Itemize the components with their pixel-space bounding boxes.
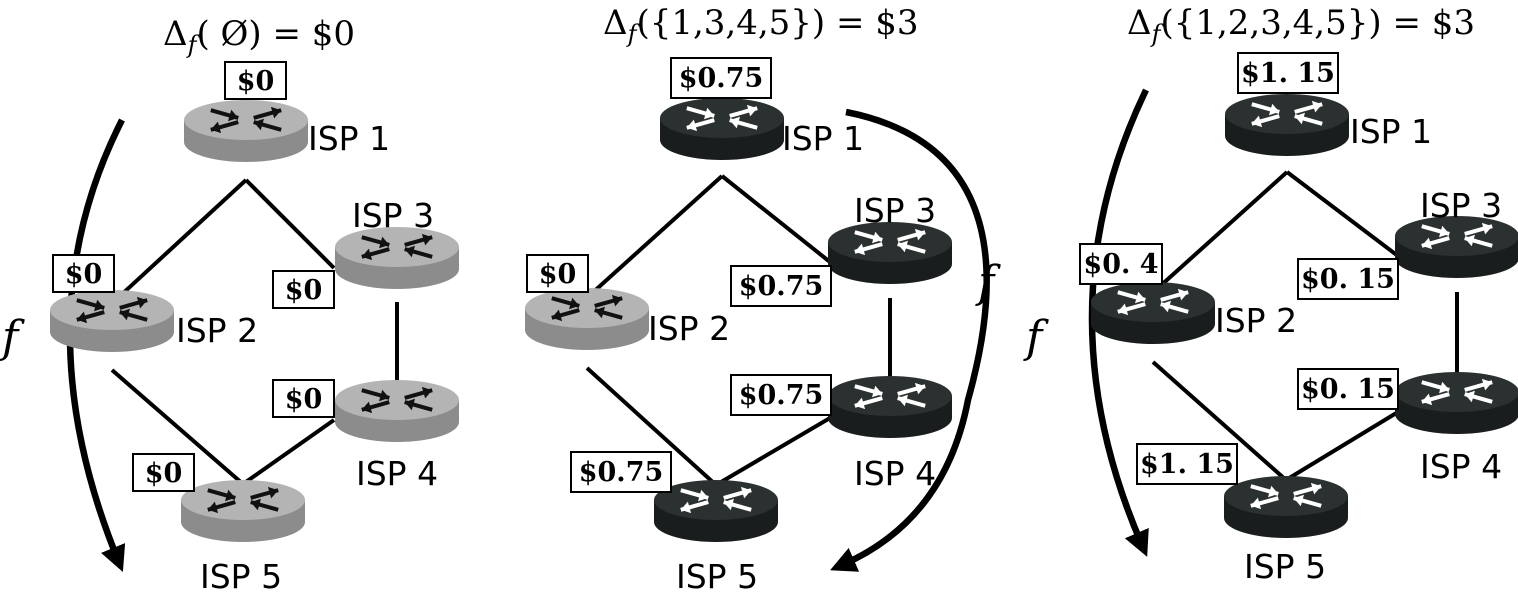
- panel-title: Δf( Ø) = $0: [163, 14, 355, 59]
- svg-text:$1. 15: $1. 15: [1140, 449, 1234, 480]
- panel-3: Δf({1,2,3,4,5}) = $3 f ISP 1 ISP 2 ISP 3…: [1023, 3, 1518, 586]
- router-isp5: [181, 480, 305, 542]
- router-arrows-icon: [210, 106, 282, 134]
- panel-1: Δf( Ø) = $0 f ISP 1 ISP 2 ISP 3 ISP 4 IS…: [0, 14, 459, 594]
- svg-text:$1. 15: $1. 15: [1241, 58, 1335, 89]
- cost-box-isp3: $0.75: [730, 265, 832, 307]
- svg-text:$0.75: $0.75: [679, 63, 764, 94]
- isp-label: ISP 3: [1420, 186, 1502, 225]
- router-isp2: [50, 290, 174, 352]
- router-arrows-icon: [207, 486, 279, 514]
- flow-label: f: [975, 257, 1001, 308]
- link-isp1-isp3: [1285, 170, 1400, 258]
- router-isp3: [828, 222, 952, 284]
- router-arrows-icon: [1421, 222, 1493, 250]
- router-arrows-icon: [1421, 378, 1493, 406]
- link-isp4-isp5: [714, 416, 832, 487]
- svg-text:$0. 15: $0. 15: [1301, 374, 1395, 405]
- cost-box-isp2: $0: [52, 254, 115, 293]
- router-arrows-icon: [1117, 288, 1189, 316]
- router-arrows-icon: [1251, 100, 1323, 128]
- link-isp1-isp2: [588, 174, 724, 297]
- isp-label: ISP 5: [200, 557, 282, 594]
- router-isp4: [828, 376, 952, 438]
- svg-text:$0: $0: [285, 275, 323, 306]
- router-arrows-icon: [686, 104, 758, 132]
- isp-label: ISP 3: [854, 191, 936, 230]
- isp-label: ISP 2: [176, 311, 258, 350]
- svg-text:$0: $0: [65, 259, 103, 290]
- router-arrows-icon: [551, 294, 623, 322]
- cost-box-isp2: $0. 4: [1079, 243, 1163, 285]
- router-arrows-icon: [680, 486, 752, 514]
- link-isp4-isp5: [1284, 410, 1400, 482]
- svg-text:$0: $0: [539, 259, 577, 290]
- router-isp2: [525, 288, 649, 350]
- svg-text:$0.75: $0.75: [739, 380, 824, 411]
- svg-text:$0. 4: $0. 4: [1083, 249, 1158, 280]
- isp-label: ISP 4: [356, 454, 438, 493]
- link-isp2-isp5: [110, 368, 245, 486]
- isp-label: ISP 1: [782, 119, 864, 158]
- router-arrows-icon: [361, 386, 433, 414]
- panel-title: Δf({1,3,4,5}) = $3: [603, 3, 919, 48]
- isp-label: ISP 5: [676, 557, 758, 594]
- router-isp1: [184, 100, 308, 162]
- cost-box-isp4: $0. 15: [1297, 368, 1399, 410]
- router-isp5: [1224, 476, 1348, 538]
- isp-label: ISP 4: [1420, 447, 1502, 486]
- svg-text:$0.75: $0.75: [739, 271, 824, 302]
- flow-label: f: [1023, 312, 1049, 363]
- cost-box-isp1: $0.75: [670, 57, 772, 99]
- router-arrows-icon: [1250, 482, 1322, 510]
- link-isp2-isp5: [1151, 360, 1288, 482]
- router-arrows-icon: [76, 296, 148, 324]
- router-isp1: [660, 98, 784, 160]
- isp-label: ISP 3: [352, 196, 434, 235]
- svg-text:$0.75: $0.75: [579, 457, 664, 488]
- isp-label: ISP 2: [1215, 301, 1297, 340]
- router-isp3: [1395, 216, 1518, 278]
- cost-box-isp1: $1. 15: [1237, 52, 1339, 94]
- isp-label: ISP 1: [1350, 112, 1432, 151]
- router-isp3: [335, 227, 459, 289]
- router-isp1: [1225, 94, 1349, 156]
- isp-label: ISP 1: [308, 119, 390, 158]
- svg-text:$0: $0: [285, 384, 323, 415]
- router-isp4: [335, 380, 459, 442]
- cost-box-isp3: $0. 15: [1297, 258, 1399, 300]
- link-isp2-isp5: [585, 366, 718, 487]
- isp-label: ISP 2: [648, 309, 730, 348]
- router-arrows-icon: [854, 382, 926, 410]
- cost-box-isp5: $0.75: [570, 451, 672, 493]
- cost-box-isp1: $0: [224, 61, 287, 100]
- flow-label: f: [0, 312, 25, 363]
- link-isp1-isp2: [118, 178, 248, 298]
- link-isp1-isp3: [244, 178, 336, 270]
- svg-text:$0. 15: $0. 15: [1301, 264, 1395, 295]
- link-isp1-isp2: [1156, 170, 1289, 290]
- isp-label: ISP 4: [854, 454, 936, 493]
- svg-text:$0: $0: [145, 458, 183, 489]
- cost-box-isp2: $0: [526, 254, 589, 293]
- cost-box-isp5: $1. 15: [1136, 443, 1238, 485]
- svg-text:$0: $0: [237, 66, 275, 97]
- router-isp5: [654, 480, 778, 542]
- cost-box-isp3: $0: [272, 270, 335, 309]
- panel-title: Δf({1,2,3,4,5}) = $3: [1127, 3, 1475, 48]
- isp-label: ISP 5: [1244, 547, 1326, 586]
- cost-box-isp4: $0.75: [730, 374, 832, 416]
- link-isp1-isp3: [720, 174, 832, 264]
- router-arrows-icon: [361, 233, 433, 261]
- cost-box-isp5: $0: [132, 453, 195, 492]
- flow-arrow: [830, 108, 990, 572]
- router-isp2: [1091, 282, 1215, 344]
- link-isp4-isp5: [241, 418, 336, 486]
- cost-box-isp4: $0: [272, 379, 335, 418]
- router-arrows-icon: [854, 228, 926, 256]
- router-isp4: [1395, 372, 1518, 434]
- panel-2: Δf({1,3,4,5}) = $3 f ISP 1 ISP 2 ISP 3 I…: [525, 3, 1001, 594]
